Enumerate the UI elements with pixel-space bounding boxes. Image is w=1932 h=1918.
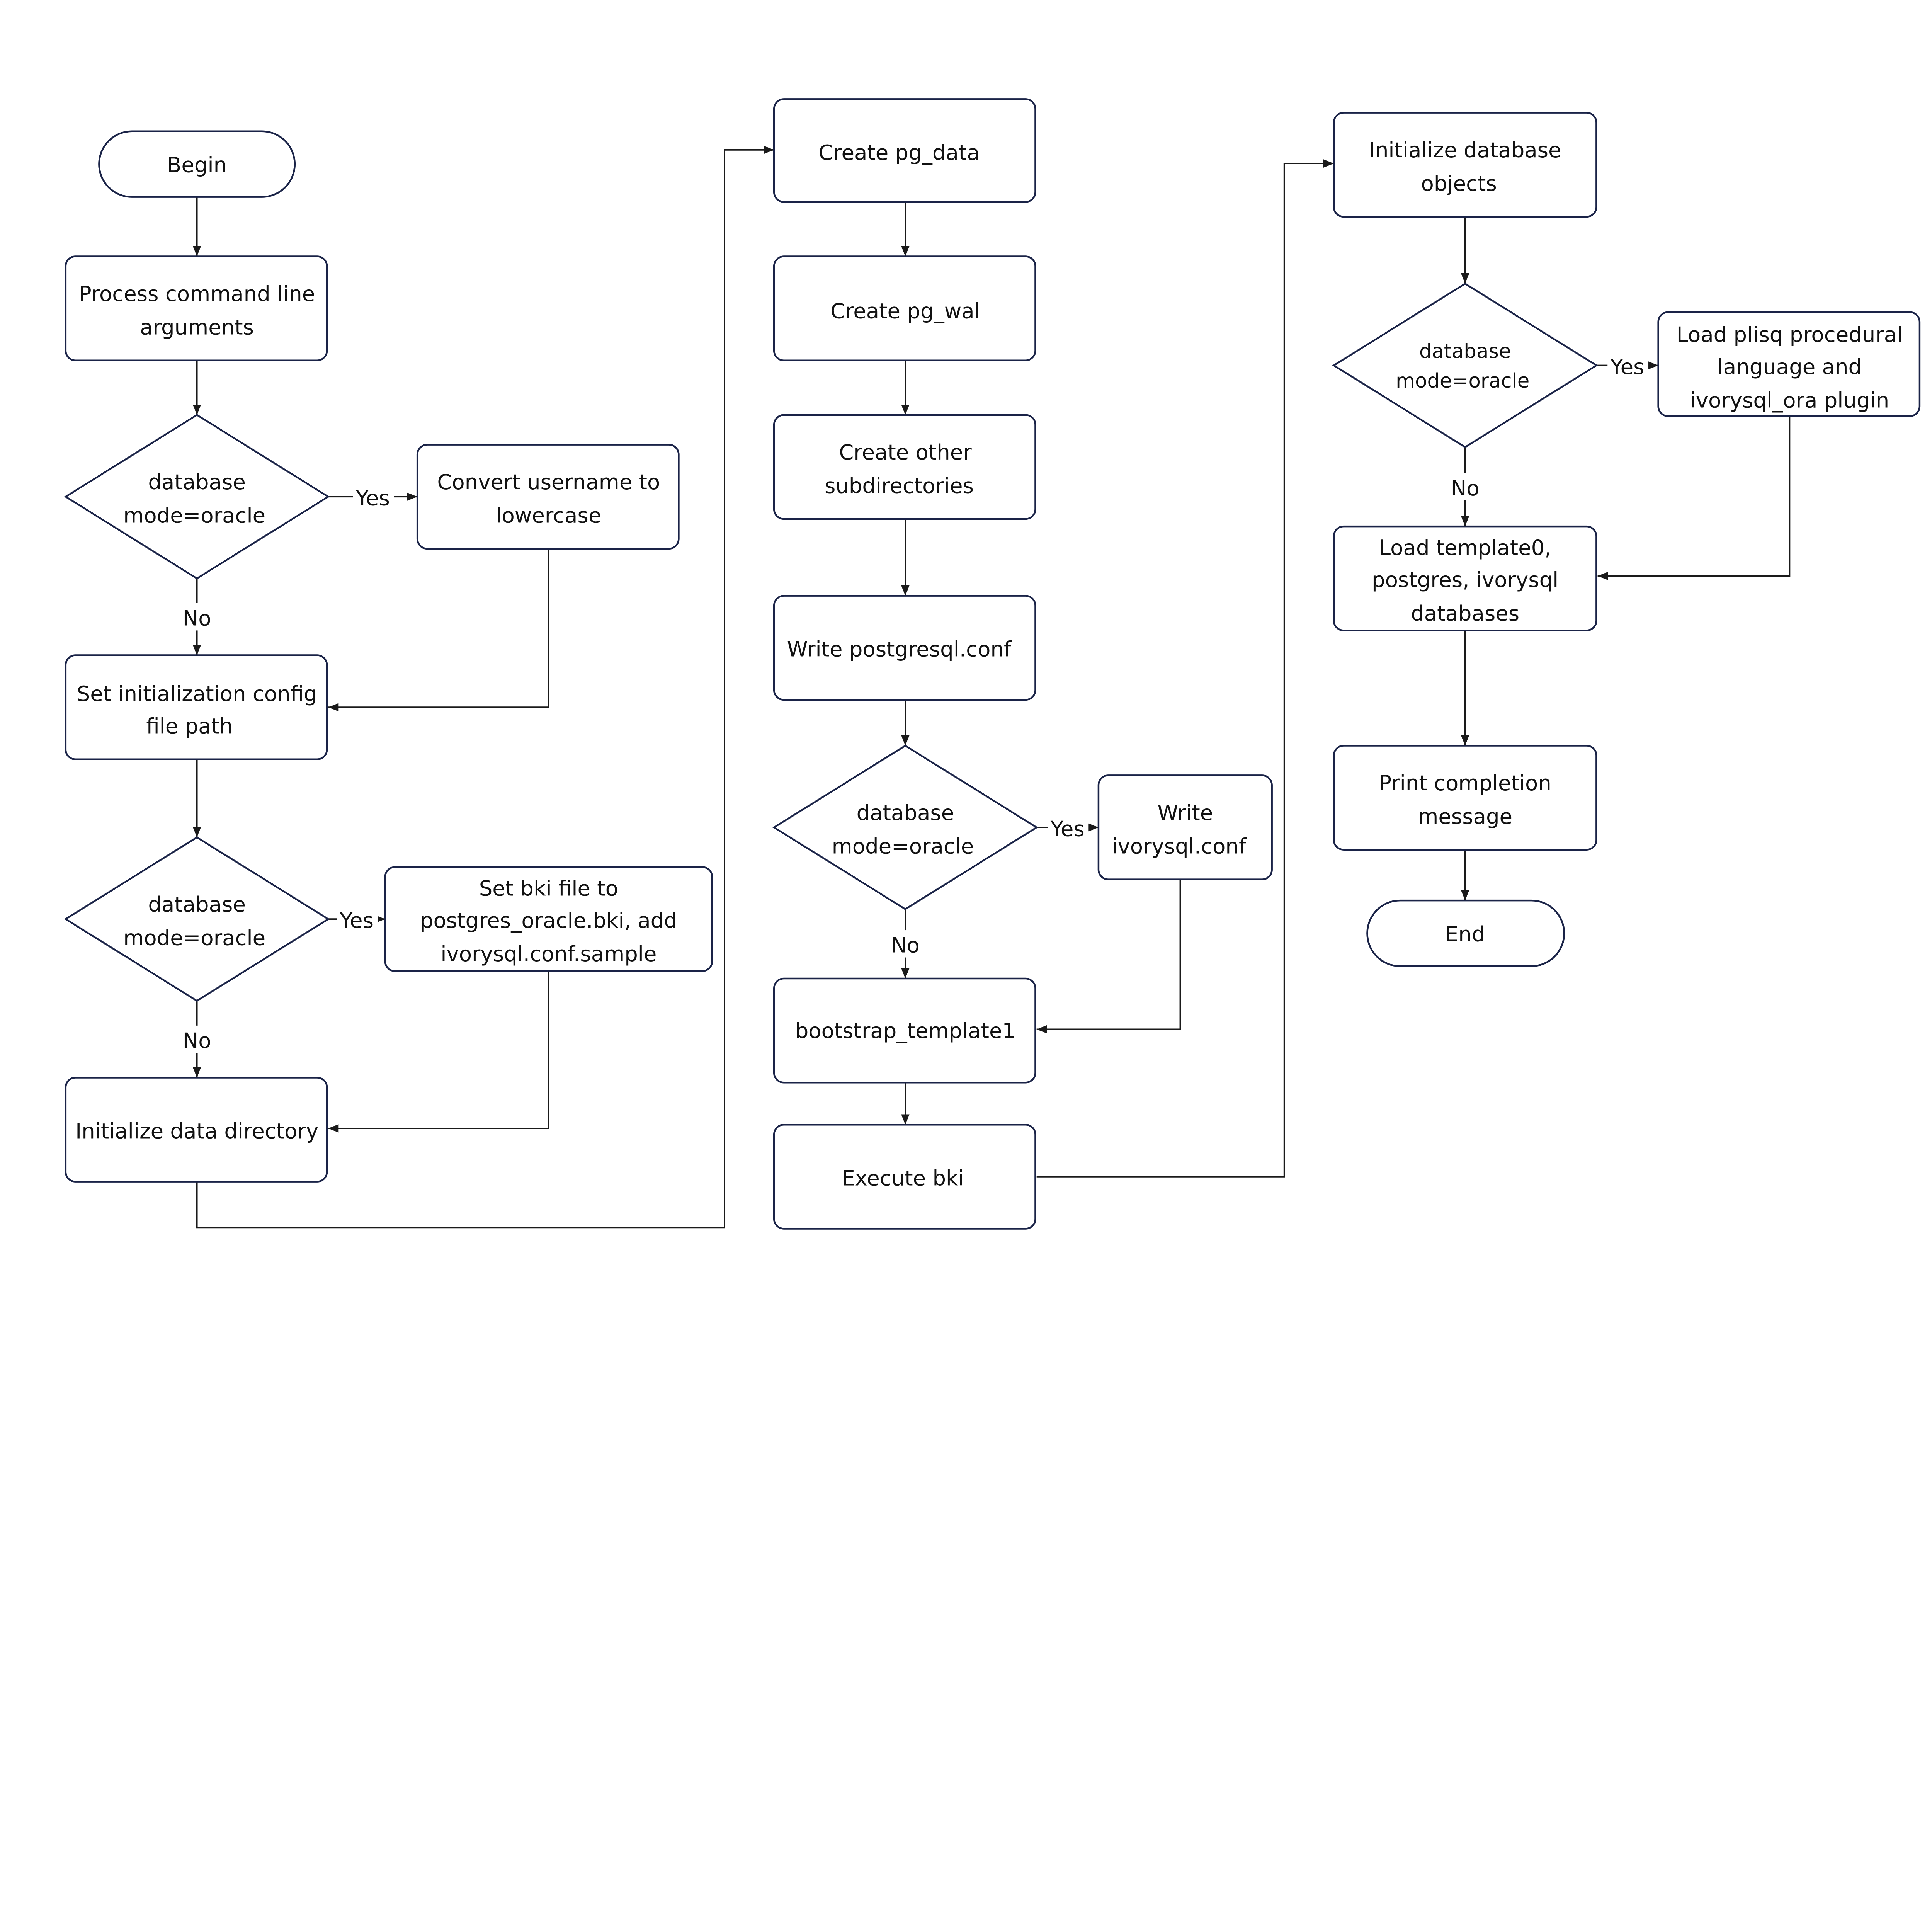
node-label: Convert username to <box>437 470 660 494</box>
node-label: postgres, ivorysql <box>1372 567 1558 592</box>
node-label: file path <box>146 713 233 738</box>
node-label: Begin <box>167 153 227 177</box>
node-execute-bki: Execute bki <box>773 1124 1036 1230</box>
node-process-args: Process command line arguments <box>65 255 328 361</box>
node-label: message <box>1418 804 1512 829</box>
edge-initdir-pgdata <box>196 146 774 1229</box>
label-no: No <box>891 933 920 958</box>
node-decision4: database mode=oracle <box>1332 283 1598 448</box>
node-label: Create pg_data <box>818 140 980 165</box>
node-label: Load template0, <box>1379 535 1551 560</box>
label-no: No <box>1451 476 1480 500</box>
node-init-db-objects: Initialize database objects <box>1333 112 1597 218</box>
node-label: Set bki file to <box>479 876 618 900</box>
node-label: Load plisq procedural <box>1677 322 1903 347</box>
node-label: subdirectories <box>825 473 974 498</box>
node-bootstrap-template1: bootstrap_template1 <box>773 977 1036 1084</box>
node-label: database <box>148 470 246 494</box>
node-label: Process command line <box>79 281 315 306</box>
node-label: postgres_oracle.bki, add <box>420 908 677 933</box>
node-create-other: Create other subdirectories <box>773 414 1036 520</box>
node-label: databases <box>1411 601 1519 626</box>
edge-convert-setconfig <box>328 548 549 711</box>
node-create-pg-data: Create pg_data <box>773 98 1036 203</box>
node-load-templates: Load template0, postgres, ivorysql datab… <box>1333 525 1597 631</box>
node-create-pg-wal: Create pg_wal <box>773 255 1036 361</box>
node-label: lowercase <box>496 503 601 528</box>
node-label: Create other <box>839 440 972 465</box>
edge-setbki-initdir <box>328 971 549 1133</box>
node-label: database <box>857 800 954 825</box>
node-print-completion: Print completion message <box>1333 745 1597 851</box>
node-label: objects <box>1421 171 1497 196</box>
node-label: Initialize data directory <box>75 1119 318 1144</box>
label-yes: Yes <box>1610 354 1645 379</box>
node-label: database <box>148 892 246 917</box>
node-label: mode=oracle <box>832 834 974 858</box>
edges <box>192 146 1791 1229</box>
label-yes: Yes <box>355 486 390 511</box>
node-label: ivorysql.conf <box>1112 834 1247 858</box>
node-decision2: database mode=oracle <box>64 836 330 1002</box>
node-label: Create pg_wal <box>830 299 980 323</box>
label-no: No <box>183 1028 211 1053</box>
node-label: arguments <box>140 315 254 339</box>
node-convert-username: Convert username to lowercase <box>416 444 680 550</box>
node-decision3: database mode=oracle <box>772 744 1038 910</box>
node-label: mode=oracle <box>123 926 265 950</box>
node-label: End <box>1445 922 1485 946</box>
node-set-config-path: Set initialization config file path <box>65 654 328 760</box>
node-label: bootstrap_template1 <box>795 1018 1015 1043</box>
node-label: mode=oracle <box>123 503 265 528</box>
node-begin: Begin <box>98 130 296 198</box>
flowchart: Yes No Yes No Yes No Yes No Begin Proces… <box>64 98 1921 1230</box>
node-label: language and <box>1718 354 1862 379</box>
node-label: ivorysql_ora plugin <box>1690 388 1889 412</box>
node-set-bki: Set bki file to postgres_oracle.bki, add… <box>384 866 713 972</box>
node-label: Write postgresql.conf <box>787 637 1012 662</box>
edge-ivory-bootstrap <box>1036 879 1181 1034</box>
edge-plisql-templates <box>1597 416 1791 580</box>
edge-labels: Yes No Yes No Yes No Yes No <box>177 352 1649 1053</box>
node-label: mode=oracle <box>1396 369 1529 393</box>
node-label: ivorysql.conf.sample <box>440 941 656 966</box>
node-label: Print completion <box>1379 771 1551 795</box>
label-yes: Yes <box>1050 816 1085 841</box>
node-init-data-dir: Initialize data directory <box>65 1077 328 1183</box>
node-write-ivorysql-conf: Write ivorysql.conf <box>1097 774 1273 880</box>
node-label: database <box>1419 340 1511 363</box>
node-label: Write <box>1157 800 1213 825</box>
node-label: Execute bki <box>842 1166 964 1190</box>
node-label: Set initialization config <box>77 681 317 706</box>
edge-execbki-initobj <box>1036 159 1334 1178</box>
node-write-postgresql-conf: Write postgresql.conf <box>773 595 1036 701</box>
label-yes: Yes <box>339 908 374 933</box>
node-end: End <box>1366 899 1565 967</box>
node-decision1: database mode=oracle <box>64 414 330 580</box>
node-label: Initialize database <box>1369 138 1561 162</box>
node-load-plisql: Load plisq procedural language and ivory… <box>1657 311 1921 417</box>
label-no: No <box>183 606 211 631</box>
